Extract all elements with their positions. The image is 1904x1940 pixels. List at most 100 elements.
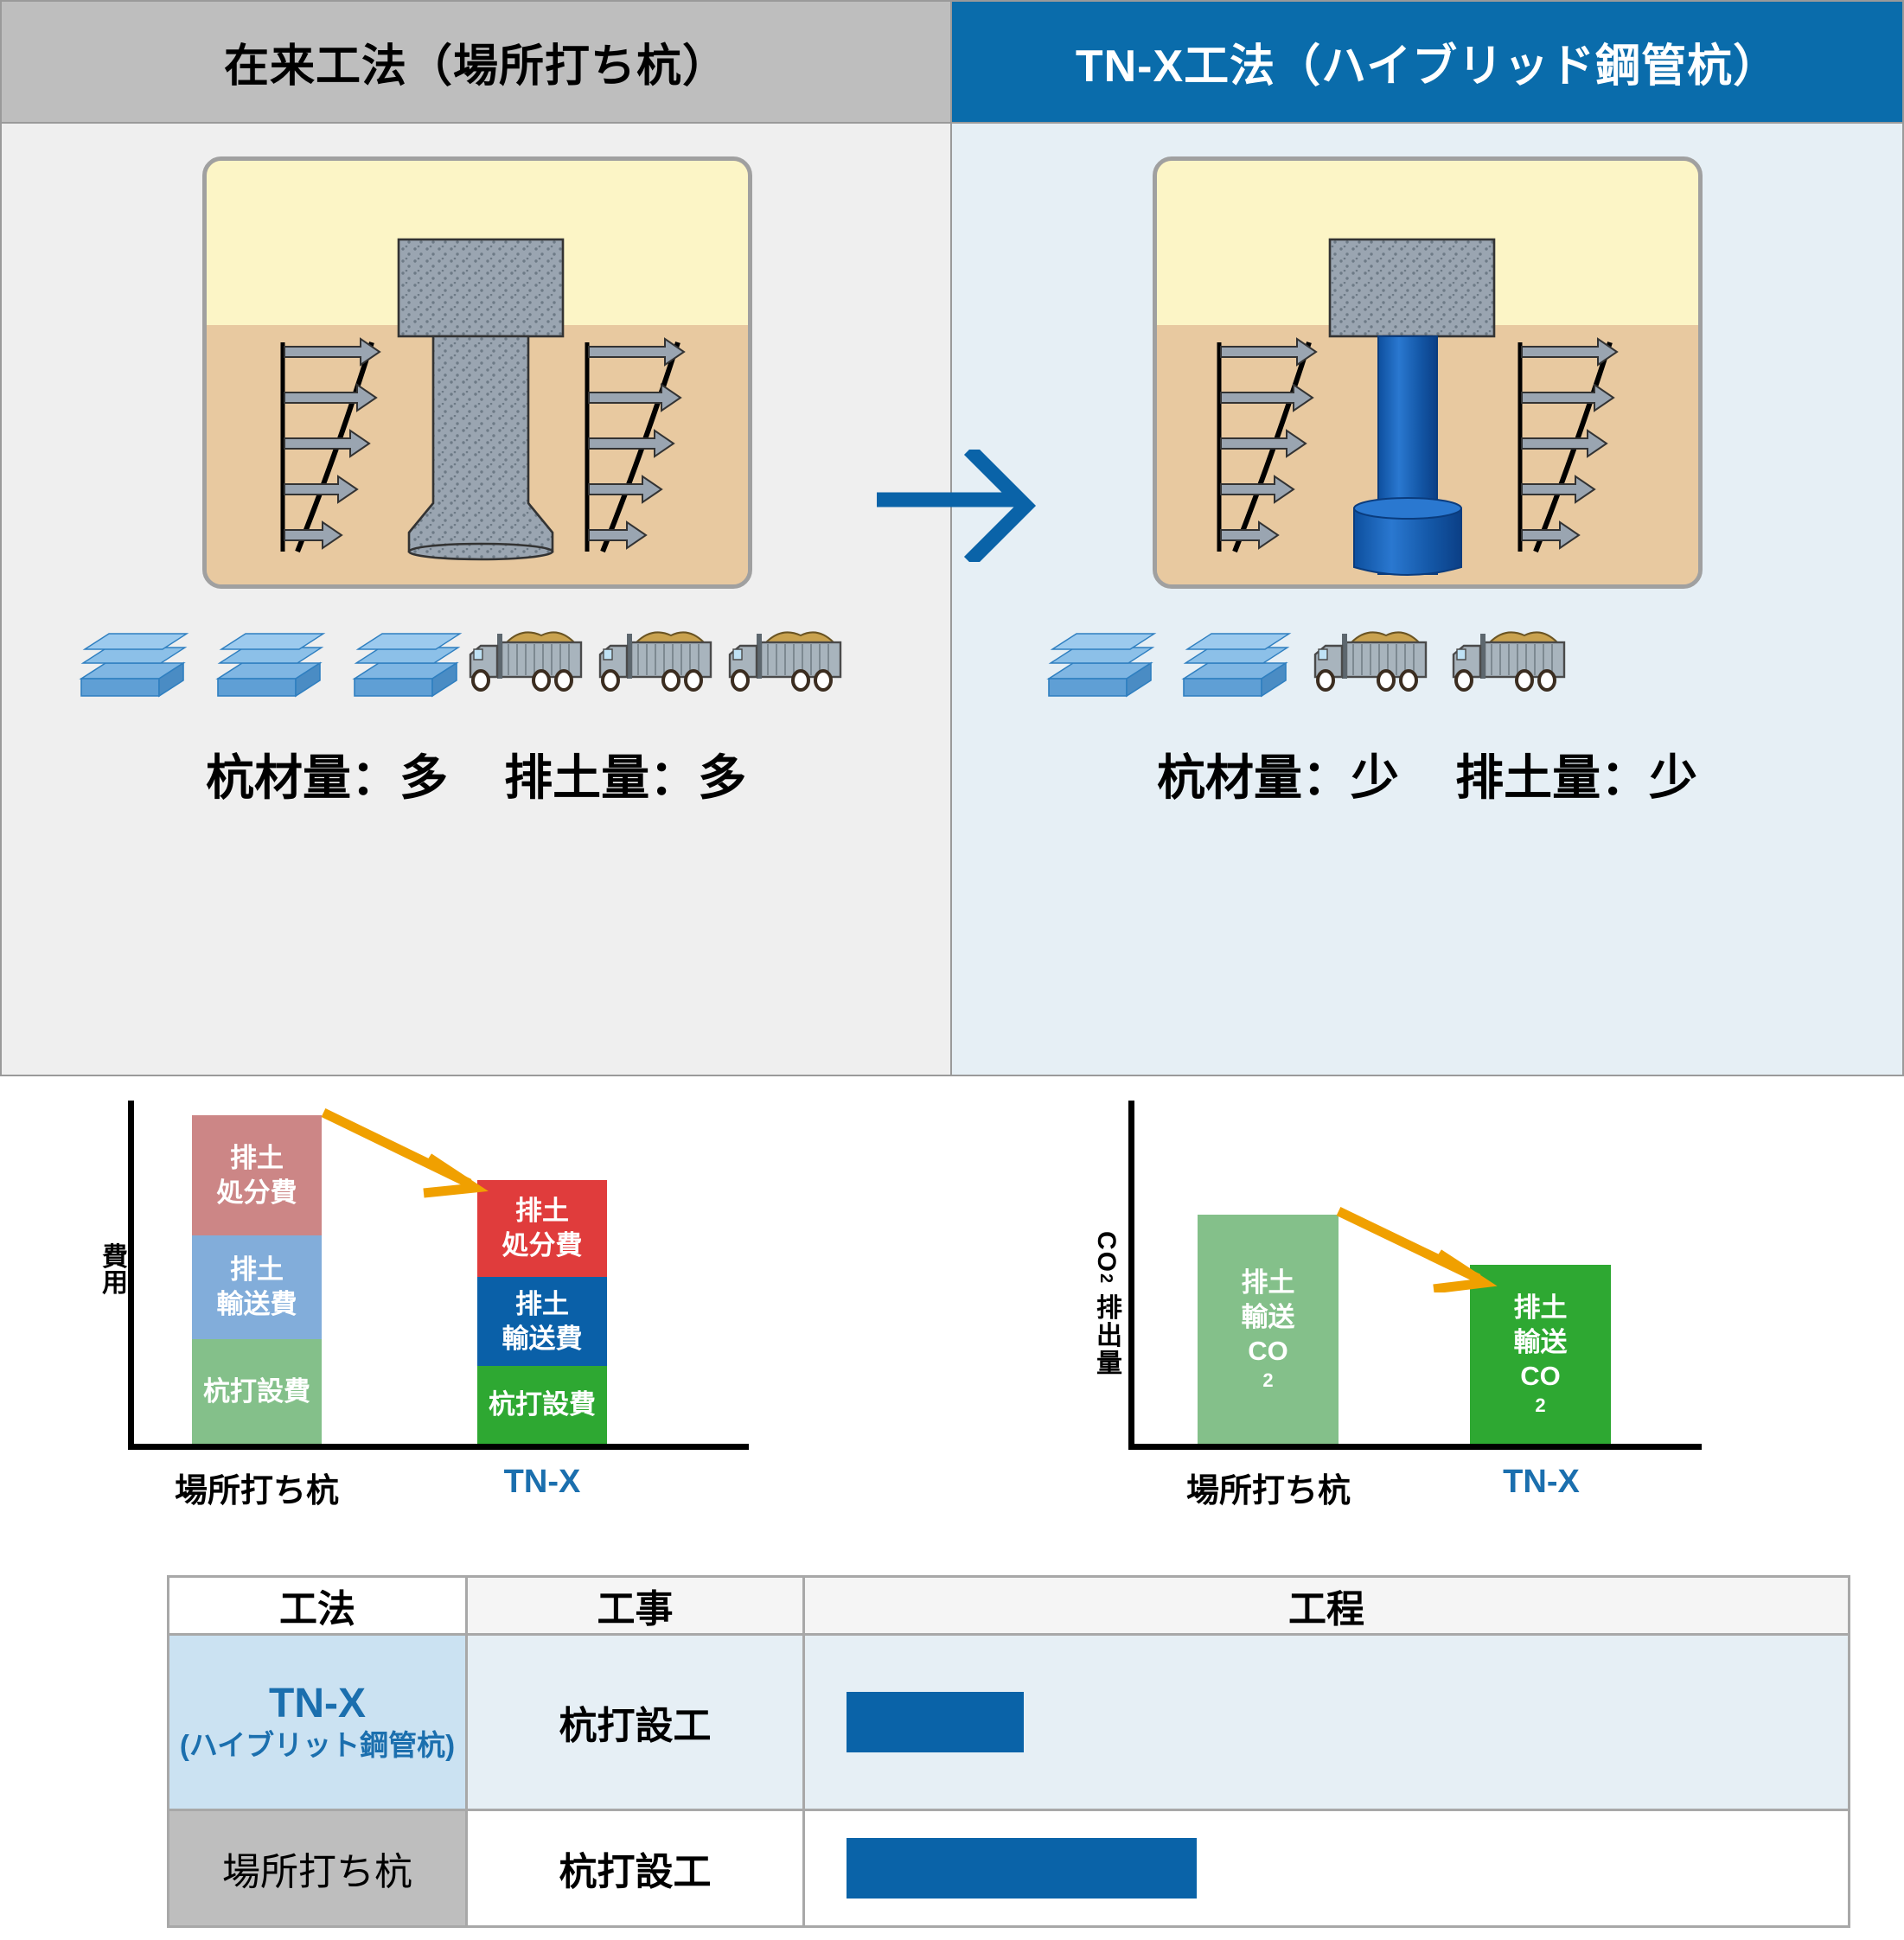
co2-subscript: 2 xyxy=(1262,1369,1274,1391)
seg-line-2: 輸送 xyxy=(1241,1301,1295,1332)
soil-section-diagram-conventional xyxy=(202,156,752,589)
co2-reduction-arrow-icon xyxy=(1333,1206,1506,1294)
gantt-bar-conventional xyxy=(847,1838,1197,1899)
cost-chart-x-axis xyxy=(128,1444,749,1450)
panel-conventional: 在来工法（場所打ち杭） xyxy=(0,0,951,1076)
table-cell-work-conventional: 杭打設工 xyxy=(465,1809,805,1928)
panel-tnx-header: TN-X工法（ハイブリッド鋼管杭） xyxy=(951,0,1904,124)
cost-segment-soil-disposal: 排土 処分費 xyxy=(477,1180,607,1277)
seg-line-2: 輸送費 xyxy=(216,1289,297,1319)
pile-shaft-concrete xyxy=(407,335,554,553)
comparison-panels: 在来工法（場所打ち杭） xyxy=(0,0,1904,1076)
cost-chart-category-conventional: 場所打ち杭 xyxy=(174,1473,339,1509)
soil-pressure-arrows-right xyxy=(1517,337,1619,553)
cost-segment-soil-transport: 排土 輸送費 xyxy=(192,1235,322,1339)
cost-segment-soil-disposal: 排土 処分費 xyxy=(192,1115,322,1235)
table-header-row: 工法 工事 工程 xyxy=(167,1575,1850,1636)
table-cell-method-conventional: 場所打ち杭 xyxy=(167,1809,468,1928)
table-row: 場所打ち杭 杭打設工 xyxy=(167,1809,1850,1928)
seg-line-1: 排土 xyxy=(1241,1267,1295,1298)
header-label: 工事 xyxy=(597,1588,674,1630)
pile-toe xyxy=(407,542,554,561)
method-subtitle: (ハイブリット鋼管杭) xyxy=(179,1729,456,1762)
metric-pile-material-tnx: 杭材量：少 xyxy=(1156,750,1399,805)
metrics-row-conventional: 杭材量：多 排土量：多 xyxy=(2,739,950,809)
transition-arrow-icon xyxy=(877,444,1058,568)
method-name: TN-X xyxy=(269,1681,366,1727)
soil-pressure-arrows-right xyxy=(585,337,686,553)
soil-pressure-arrows-left xyxy=(1217,337,1318,553)
panel-conventional-header: 在来工法（場所打ち杭） xyxy=(0,0,951,124)
table-header-method: 工法 xyxy=(167,1575,468,1636)
co2-text: CO xyxy=(1248,1336,1288,1367)
table-header-work: 工事 xyxy=(465,1575,805,1636)
seg-line-2: 輸送費 xyxy=(502,1323,583,1354)
table-cell-method-tnx: TN-X (ハイブリット鋼管杭) xyxy=(167,1632,468,1812)
table-header-process: 工程 xyxy=(802,1575,1850,1636)
cost-chart-y-axis-label: 費用 xyxy=(102,1243,128,1298)
steel-toe-top xyxy=(1353,497,1462,520)
cost-chart-y-axis xyxy=(128,1101,134,1446)
table-row: TN-X (ハイブリット鋼管杭) 杭打設工 xyxy=(167,1632,1850,1812)
seg-line-1: 杭打設費 xyxy=(489,1389,596,1420)
metrics-row-tnx: 杭材量：少 排土量：少 xyxy=(952,739,1902,809)
work-label: 杭打設工 xyxy=(559,1851,712,1894)
panel-conventional-title: 在来工法（場所打ち杭） xyxy=(223,41,728,92)
metric-pile-material-conventional: 杭材量：多 xyxy=(205,750,448,805)
process-comparison-table: 工法 工事 工程 TN-X (ハイブリット鋼管杭) xyxy=(167,1575,1850,1928)
pile-cap-concrete xyxy=(397,238,565,338)
co2-subscript: 2 xyxy=(1535,1394,1546,1416)
co2-chart-category-tnx: TN-X xyxy=(1503,1464,1580,1500)
seg-line-1: 杭打設費 xyxy=(203,1375,310,1407)
method-name: 場所打ち杭 xyxy=(222,1851,412,1894)
cost-segment-pile-installation: 杭打設費 xyxy=(192,1339,322,1444)
header-label: 工法 xyxy=(279,1588,355,1630)
steel-stack-icon xyxy=(79,633,463,698)
co2-chart-x-axis xyxy=(1128,1444,1702,1450)
co2-chart-y-axis xyxy=(1128,1101,1134,1446)
dump-truck-icon xyxy=(469,631,842,692)
panel-tnx-body: 杭材量：少 排土量：少 xyxy=(951,124,1904,1076)
co2-label-subscript: 2 xyxy=(1096,1273,1115,1285)
table-cell-process-conventional xyxy=(802,1809,1850,1928)
cost-chart: 費用 排土 処分費 排土 輸送費 杭打設費 排土 xyxy=(86,1076,847,1560)
seg-line-1: 排土 xyxy=(230,1254,284,1286)
seg-line-1: 排土 xyxy=(1513,1292,1568,1323)
cost-bar-conventional: 排土 処分費 排土 輸送費 杭打設費 xyxy=(192,1115,322,1444)
co2-text: CO xyxy=(1520,1361,1561,1392)
co2-label-co: CO xyxy=(1092,1230,1121,1273)
table-cell-work-tnx: 杭打設工 xyxy=(465,1632,805,1812)
steel-stack-icon xyxy=(1046,633,1292,698)
co2-label-emission: 排出量 xyxy=(1092,1293,1121,1377)
seg-line-1: 排土 xyxy=(515,1288,569,1319)
seg-line-1: 排土 xyxy=(515,1196,569,1227)
seg-line-2: 処分費 xyxy=(502,1230,583,1260)
cost-reduction-arrow-icon xyxy=(318,1107,500,1198)
cost-chart-category-tnx: TN-X xyxy=(503,1464,581,1500)
work-label: 杭打設工 xyxy=(559,1705,712,1748)
cost-segment-pile-installation: 杭打設費 xyxy=(477,1366,607,1444)
metric-soil-volume-tnx: 排土量：少 xyxy=(1455,750,1698,805)
charts-area: 費用 排土 処分費 排土 輸送費 杭打設費 排土 xyxy=(0,1076,1904,1560)
steel-pipe-enlarged-toe xyxy=(1353,507,1462,576)
soil-pressure-arrows-left xyxy=(280,337,381,553)
cost-segment-soil-transport: 排土 輸送費 xyxy=(477,1277,607,1366)
resource-icons-conventional xyxy=(2,622,950,725)
metric-soil-volume-conventional: 排土量：多 xyxy=(504,750,747,805)
seg-line-1: 排土 xyxy=(230,1142,284,1173)
seg-line-2: 輸送 xyxy=(1513,1326,1568,1357)
panel-tnx-title: TN-X工法（ハイブリッド鋼管杭） xyxy=(1075,41,1779,92)
panel-conventional-body: 杭材量：多 排土量：多 xyxy=(0,124,951,1076)
co2-chart-category-conventional: 場所打ち杭 xyxy=(1185,1473,1351,1509)
gantt-bar-tnx xyxy=(847,1692,1024,1753)
table-cell-process-tnx xyxy=(802,1632,1850,1812)
resource-icons-tnx xyxy=(952,622,1902,725)
